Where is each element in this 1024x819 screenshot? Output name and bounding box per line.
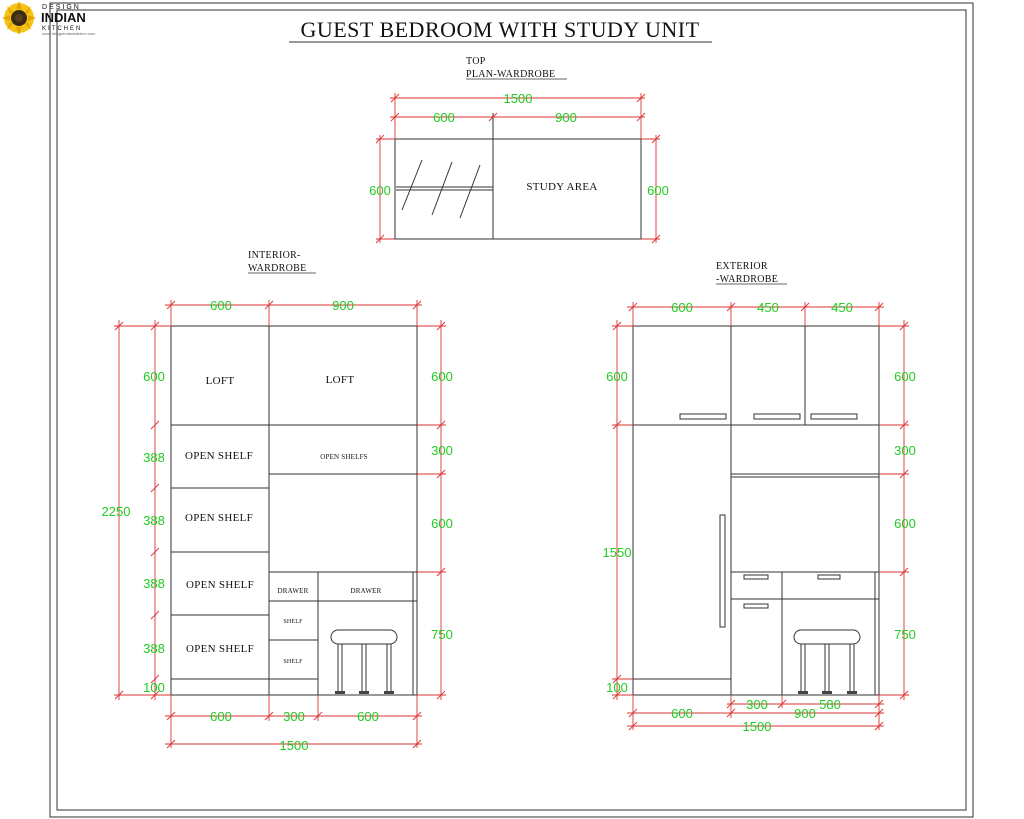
interior-dim-bottom-300: 300 [283,709,305,724]
glass-hatch [401,159,423,211]
interior-dim-left-388-1: 388 [143,450,165,465]
loft-handle [753,413,801,420]
logo-url-text: www.designindiankitchen.com [42,31,96,36]
exterior-heading-1: EXTERIOR [716,261,768,272]
interior-outline [170,325,418,696]
loft-handle [679,413,727,420]
interior-dim-top-right: 900 [332,298,354,313]
interior-dim-total-height: 2250 [102,504,131,519]
top-plan-heading-1: TOP [466,56,486,67]
exterior-dim-bottom-900: 900 [794,706,816,721]
exterior-dim-bottom-600: 600 [671,706,693,721]
top-plan: TOP PLAN-WARDROBE STUDY AREA 1500 600 90… [369,56,669,244]
dim-top-depth-left: 600 [369,183,391,198]
interior-dim-right-300: 300 [431,443,453,458]
logo-top-text: DESIGN [42,4,81,11]
interior-wardrobe: INTERIOR- WARDROBE LOFT LOFT OPEN SHELF … [102,250,453,753]
interior-dim-bottom-total: 1500 [280,738,309,753]
exterior-dim-right-600b: 600 [894,516,916,531]
interior-dim-right-600b: 600 [431,516,453,531]
interior-dim-left-388-3: 388 [143,576,165,591]
logo: DESIGN INDIAN KITCHEN www.designindianki… [2,1,96,36]
open-shelf-2: OPEN SHELF [185,512,253,524]
dim-top-depth-right: 600 [647,183,669,198]
interior-heading-1: INTERIOR- [248,250,301,261]
drawing-title: GUEST BEDROOM WITH STUDY UNIT [300,17,699,42]
exterior-heading-2: -WARDROBE [716,274,778,285]
shelf-label-2: SHELF [283,659,303,665]
interior-dim-left-388-2: 388 [143,513,165,528]
exterior-dim-left-100: 100 [606,680,628,695]
exterior-dim-left-1550: 1550 [603,545,632,560]
stool-icon [330,629,398,694]
inner-frame [56,9,967,811]
drawer-right-label: DRAWER [351,587,382,595]
sunflower-icon [2,1,36,35]
interior-dim-left-100: 100 [143,680,165,695]
exterior-dim-top-600: 600 [671,300,693,315]
open-shelf-3: OPEN SHELF [186,579,254,591]
study-area-label: STUDY AREA [526,181,597,193]
interior-loft-left: LOFT [206,375,235,387]
exterior-dim-top-450a: 450 [757,300,779,315]
interior-dim-left-600: 600 [143,369,165,384]
interior-dim-left-388-4: 388 [143,641,165,656]
interior-heading-2: WARDROBE [248,263,307,274]
dim-top-total: 1500 [504,91,533,106]
interior-dim-top-left: 600 [210,298,232,313]
shelf-label-1: SHELF [283,619,303,625]
logo-bottom-text: KITCHEN [42,26,82,32]
logo-main-text: INDIAN [41,10,86,25]
exterior-dim-right-750: 750 [894,627,916,642]
interior-dim-right-600: 600 [431,369,453,384]
drawer-handle [817,574,841,580]
exterior-wardrobe: EXTERIOR -WARDROBE [603,261,916,734]
exterior-dim-right-300: 300 [894,443,916,458]
open-shelfs-right: OPEN SHELFS [320,453,368,461]
interior-dim-bottom-600b: 600 [357,709,379,724]
drawer-left-label: DRAWER [278,587,309,595]
interior-loft-right: LOFT [326,374,355,386]
exterior-outline [632,325,880,696]
dim-top-right: 900 [555,110,577,125]
wardrobe-door-handle [719,514,726,628]
outer-frame [49,2,974,818]
exterior-dim-left-600: 600 [606,369,628,384]
open-shelf-1: OPEN SHELF [185,450,253,462]
exterior-dim-bottom-total: 1500 [743,719,772,734]
drawer-handle [743,574,769,580]
interior-dim-right-750: 750 [431,627,453,642]
stool-icon [793,629,861,694]
dim-top-left: 600 [433,110,455,125]
exterior-dim-bottom-580: 580 [819,697,841,712]
exterior-dim-top-450b: 450 [831,300,853,315]
interior-dim-bottom-600: 600 [210,709,232,724]
exterior-dim-right-600: 600 [894,369,916,384]
top-plan-heading-2: PLAN-WARDROBE [466,69,555,80]
open-shelf-4: OPEN SHELF [186,643,254,655]
exterior-dim-bottom-300: 300 [746,697,768,712]
loft-handle [810,413,858,420]
drawer-handle [743,603,769,609]
top-plan-outline [394,138,642,240]
